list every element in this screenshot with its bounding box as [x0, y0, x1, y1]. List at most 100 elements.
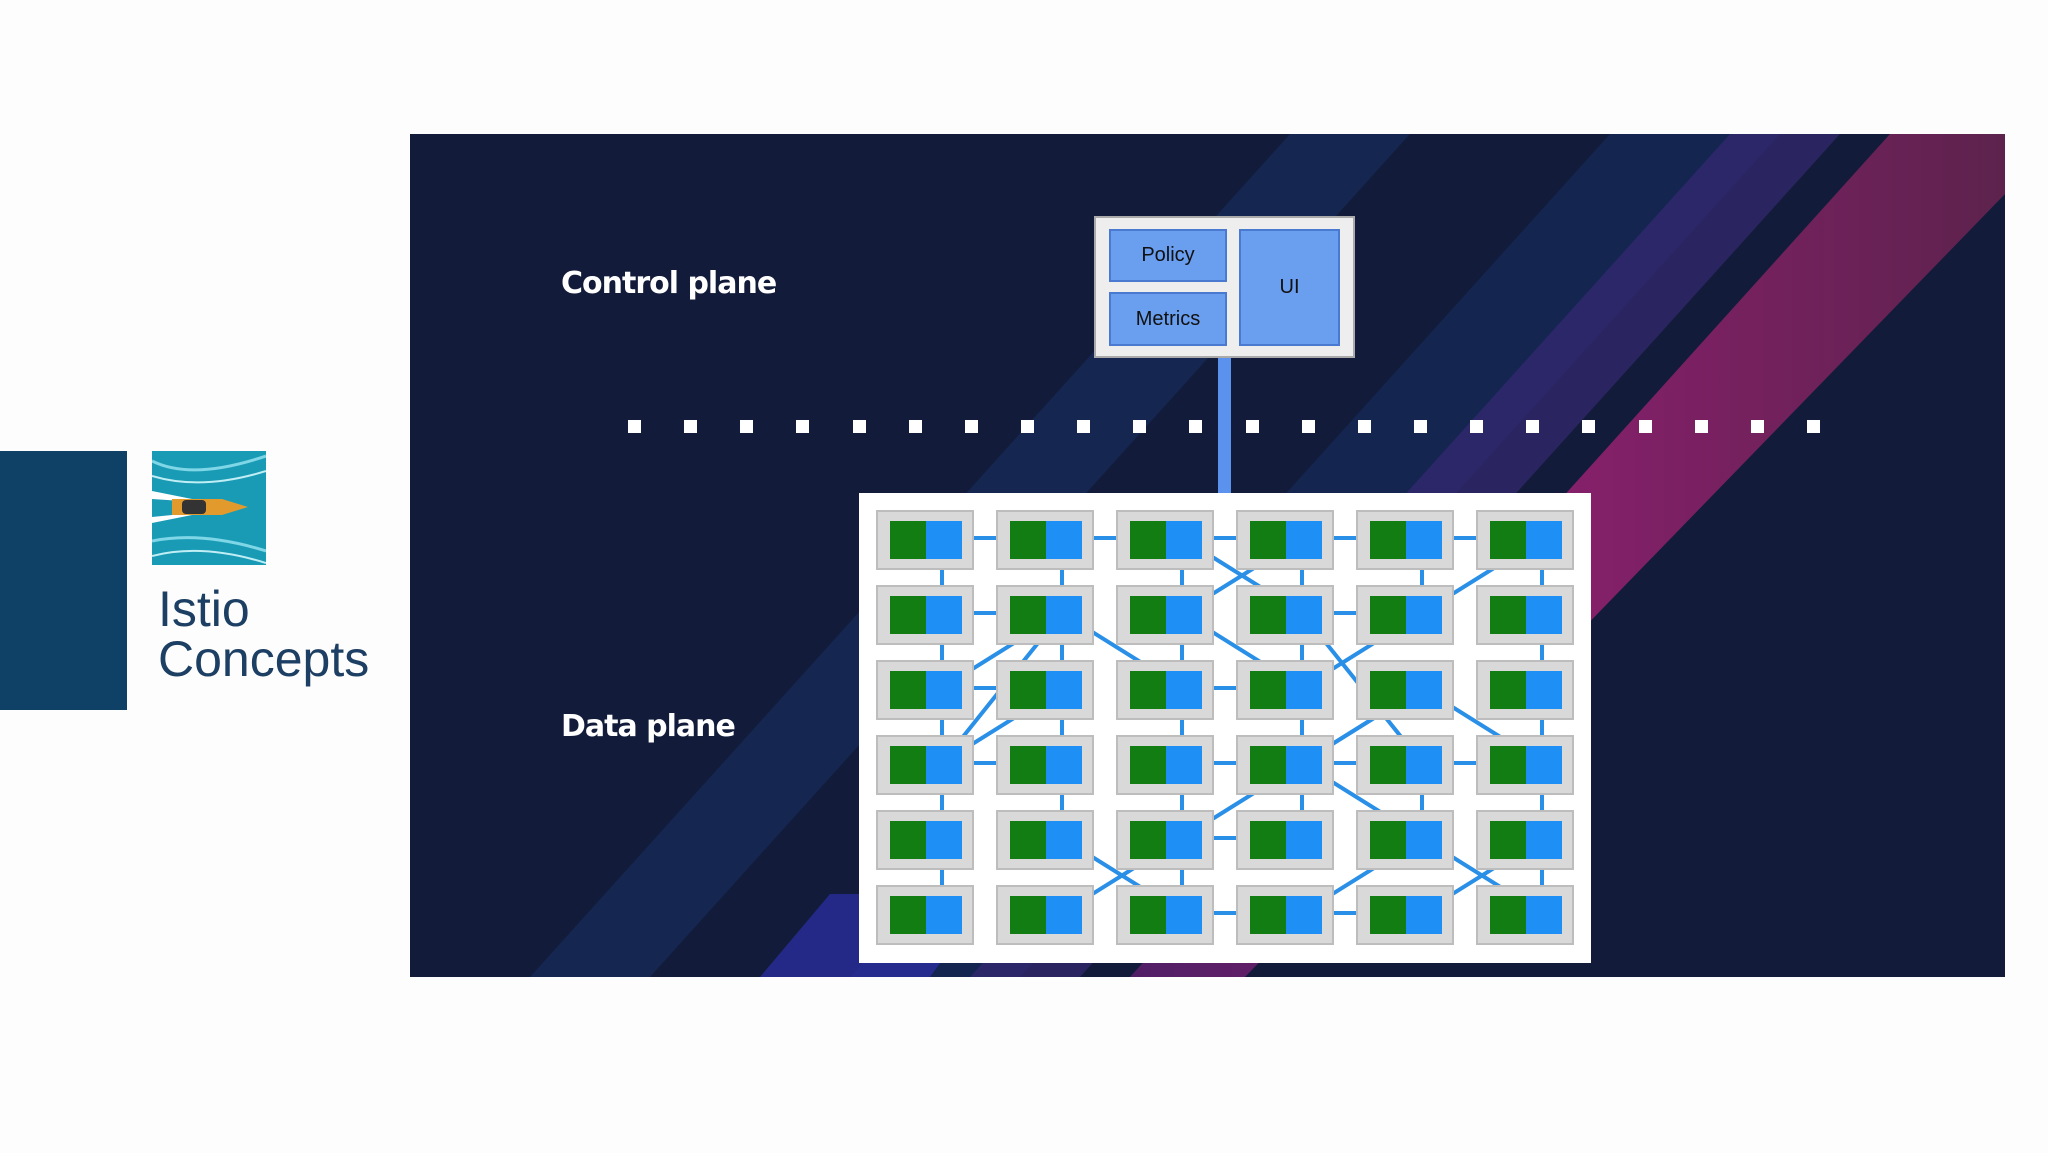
separator-dot [1582, 420, 1596, 433]
sidecar-proxy [1286, 821, 1322, 859]
metrics-component: Metrics [1109, 292, 1227, 346]
separator-dot [1077, 420, 1091, 433]
sidecar-proxy [1166, 821, 1202, 859]
sidecar-proxy [1166, 746, 1202, 784]
service-pod [1116, 510, 1214, 570]
service-pod [1236, 660, 1334, 720]
sidecar-proxy [926, 521, 962, 559]
sidecar-proxy [1406, 671, 1442, 709]
service-pod [876, 510, 974, 570]
sidecar-proxy [1166, 896, 1202, 934]
sidecar-proxy [1286, 746, 1322, 784]
separator-dot [628, 420, 641, 433]
separator-dot [908, 420, 922, 433]
sidecar-proxy [926, 596, 962, 634]
separator-dot [1301, 420, 1315, 433]
separator-dot [1750, 420, 1764, 433]
sidecar-proxy [926, 746, 962, 784]
app-container [1010, 896, 1046, 934]
service-pod [1116, 735, 1214, 795]
separator-dot [964, 420, 978, 433]
app-container [1370, 596, 1406, 634]
service-pod [1116, 885, 1214, 945]
service-pod [1236, 510, 1334, 570]
separator-dot [740, 420, 754, 433]
sidecar-proxy [1046, 821, 1082, 859]
app-container [1010, 671, 1046, 709]
service-pod [1356, 885, 1454, 945]
app-container [1490, 521, 1526, 559]
sidecar-proxy [1526, 896, 1562, 934]
control-plane-box: Policy Metrics UI [1094, 216, 1355, 358]
sidecar-proxy [1406, 746, 1442, 784]
app-container [1130, 896, 1166, 934]
app-container [1250, 671, 1286, 709]
sidecar-proxy [1166, 671, 1202, 709]
app-container [1010, 521, 1046, 559]
separator-dot [1806, 420, 1820, 433]
side-accent-block [0, 451, 127, 710]
service-pod [1476, 810, 1574, 870]
service-pod [996, 585, 1094, 645]
app-container [1370, 896, 1406, 934]
service-pod [1476, 660, 1574, 720]
app-container [1490, 671, 1526, 709]
app-container [1010, 746, 1046, 784]
sidecar-proxy [1046, 596, 1082, 634]
service-pod [876, 735, 974, 795]
sidecar-proxy [1406, 521, 1442, 559]
sidecar-proxy [1166, 521, 1202, 559]
separator-dot [796, 420, 810, 433]
app-container [890, 596, 926, 634]
app-container [890, 671, 926, 709]
sidecar-proxy [1406, 596, 1442, 634]
service-pod [876, 585, 974, 645]
app-container [1370, 671, 1406, 709]
policy-component: Policy [1109, 229, 1227, 282]
sidecar-proxy [1286, 896, 1322, 934]
sidecar-proxy [1286, 521, 1322, 559]
service-pod [1356, 510, 1454, 570]
separator-dot [1133, 420, 1147, 433]
app-container [1370, 521, 1406, 559]
istio-logo-icon [152, 451, 266, 565]
sidecar-proxy [1406, 821, 1442, 859]
service-pod [1236, 885, 1334, 945]
data-plane-label: Data plane [561, 709, 736, 744]
app-container [890, 521, 926, 559]
sidecar-proxy [1526, 521, 1562, 559]
data-plane-mesh [859, 493, 1591, 963]
separator-dot [1189, 420, 1203, 433]
sidecar-proxy [926, 821, 962, 859]
control-plane-label: Control plane [561, 266, 777, 301]
sidecar-proxy [1526, 821, 1562, 859]
deck-title: Istio Concepts [158, 584, 369, 684]
separator-dot [1638, 420, 1652, 433]
service-pod [1476, 510, 1574, 570]
app-container [1490, 896, 1526, 934]
app-container [1010, 821, 1046, 859]
service-pod [876, 810, 974, 870]
app-container [890, 746, 926, 784]
service-pod [1236, 585, 1334, 645]
istio-architecture-slide: Control plane Data plane Policy Metrics … [410, 134, 2005, 977]
sidecar-proxy [1286, 596, 1322, 634]
sidecar-proxy [1286, 671, 1322, 709]
app-container [1250, 521, 1286, 559]
separator-dot [1413, 420, 1427, 433]
separator-dot [1020, 420, 1034, 433]
sidecar-proxy [1046, 671, 1082, 709]
service-pod [1236, 810, 1334, 870]
separator-dot [1470, 420, 1484, 433]
app-container [1370, 746, 1406, 784]
app-container [1250, 896, 1286, 934]
plane-separator-dotted-line [628, 420, 1820, 433]
sidecar-proxy [1406, 896, 1442, 934]
service-pod [1476, 585, 1574, 645]
service-pod [1236, 735, 1334, 795]
app-container [1370, 821, 1406, 859]
control-to-data-connector [1218, 358, 1231, 493]
sidecar-proxy [1046, 896, 1082, 934]
service-pod [996, 735, 1094, 795]
service-pod [1356, 735, 1454, 795]
